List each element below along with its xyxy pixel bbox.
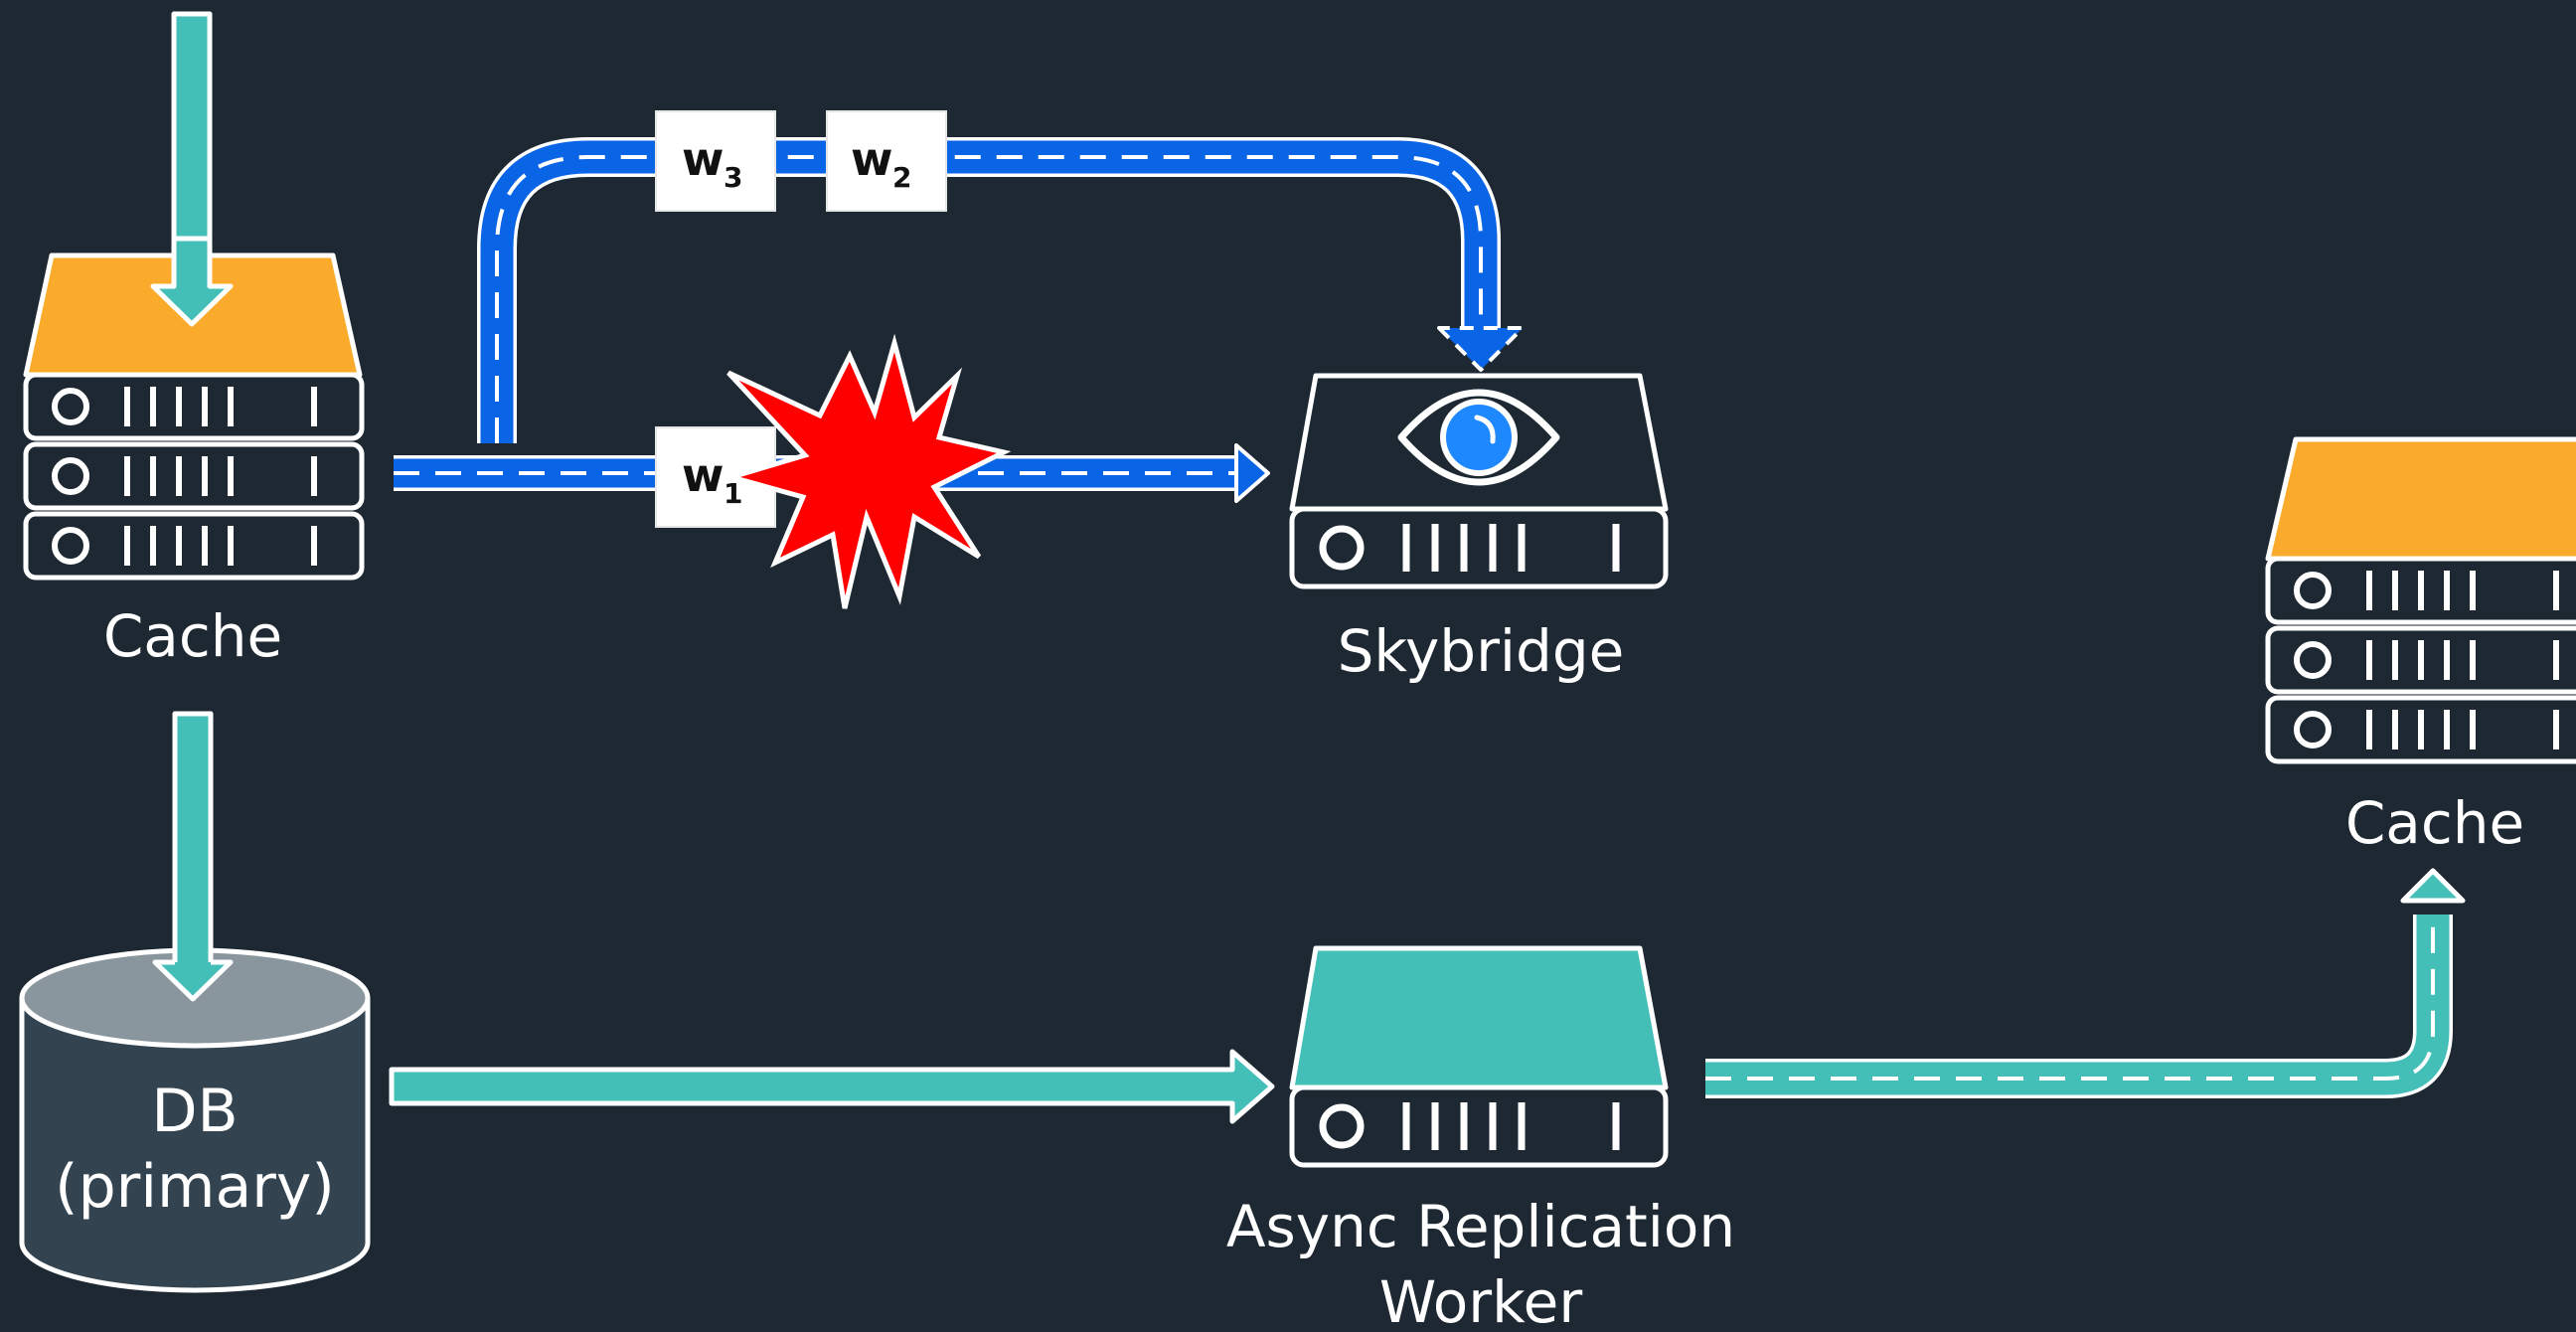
cache-node-right (2268, 436, 2576, 761)
skybridge-label: Skybridge (1338, 617, 1625, 685)
db-label-line2: (primary) (55, 1152, 335, 1222)
worker-to-cache-arrow (1705, 868, 2466, 1098)
write-box-w2: w 2 (826, 110, 947, 212)
db-to-worker-arrow (389, 1049, 1275, 1124)
svg-text:w: w (682, 448, 724, 502)
svg-text:2: 2 (892, 161, 911, 194)
cache-left-label: Cache (103, 602, 282, 670)
cache-right-label: Cache (2345, 789, 2524, 857)
eye-icon (1397, 389, 1560, 486)
skybridge-node (1292, 373, 1666, 586)
db-primary-node (19, 934, 371, 1293)
write-box-w3: w 3 (655, 110, 776, 212)
svg-text:w: w (682, 132, 724, 186)
worker-node (1292, 945, 1666, 1165)
svg-text:3: 3 (724, 161, 742, 194)
write-loop-path (477, 137, 1525, 443)
db-label-line1: DB (151, 1077, 238, 1146)
worker-label-line1: Async Replication (1226, 1193, 1735, 1260)
svg-text:1: 1 (724, 477, 742, 510)
cache-node-left (26, 236, 362, 578)
svg-text:w: w (851, 132, 893, 186)
failure-explosion-icon (722, 333, 1012, 609)
worker-label-line2: Worker (1379, 1268, 1582, 1332)
